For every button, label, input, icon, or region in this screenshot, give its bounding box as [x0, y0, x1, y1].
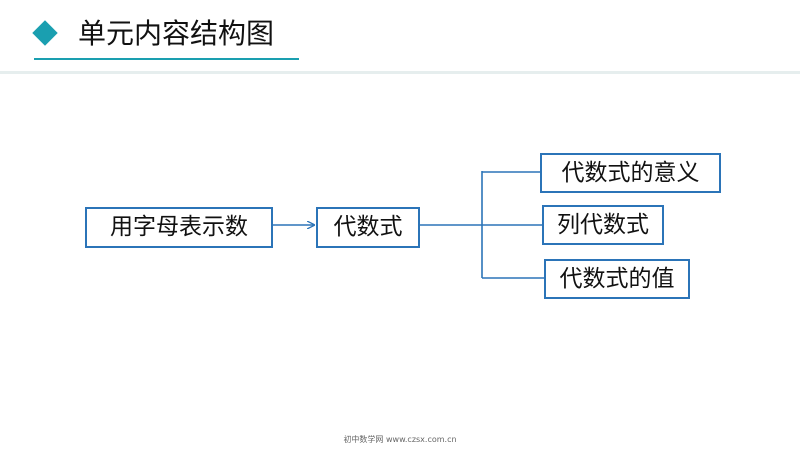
node-child-3: 代数式的值 — [544, 259, 690, 299]
node-child-1: 代数式的意义 — [540, 153, 721, 193]
page-title: 单元内容结构图 — [78, 17, 275, 50]
title-underline — [34, 58, 299, 60]
node-middle: 代数式 — [316, 207, 420, 248]
diamond-icon — [32, 20, 58, 46]
node-child-2: 列代数式 — [542, 205, 664, 245]
header-divider — [0, 71, 800, 74]
node-root: 用字母表示数 — [85, 207, 273, 248]
title-bar: 单元内容结构图 — [0, 0, 800, 72]
footer-watermark: 初中数学网 www.czsx.com.cn — [343, 435, 457, 444]
